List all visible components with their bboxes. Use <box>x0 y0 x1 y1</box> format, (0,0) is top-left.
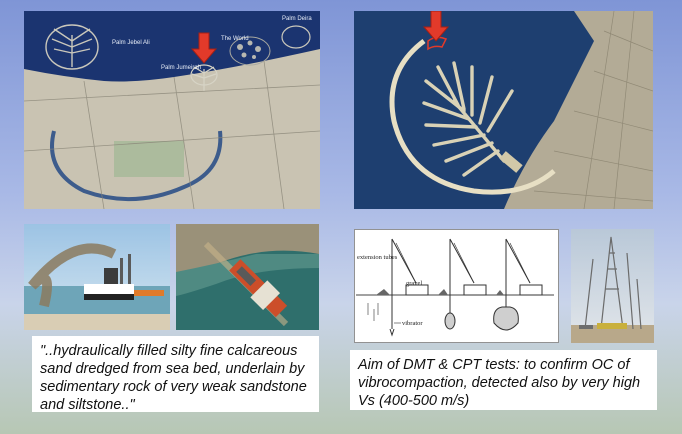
caption-soil-description: "..hydraulically filled silty fine calca… <box>32 336 319 413</box>
crane-stage-2 <box>444 238 487 330</box>
caption-test-aim: Aim of DMT & CPT tests: to confirm OC of… <box>350 350 657 410</box>
vibroflot-rig-photo <box>571 229 654 343</box>
location-arrow-icon <box>422 11 450 42</box>
label-gravel: gravel <box>406 280 422 287</box>
label-palm-jumeirah: Palm Jumeirah <box>161 65 201 71</box>
vibrocompaction-diagram: extension tubes gravel vibrator <box>354 229 559 343</box>
label-the-world: The World <box>221 36 249 42</box>
crane-stage-3 <box>493 238 543 331</box>
palm-deira-island <box>281 25 311 49</box>
label-palm-deira: Palm Deira <box>282 16 312 22</box>
palm-fronds <box>422 61 514 177</box>
label-extension-tubes: extension tubes <box>357 254 398 261</box>
location-arrow-icon <box>190 32 218 64</box>
label-palm-jebel-ali: Palm Jebel Ali <box>112 40 150 46</box>
palm-jumeirah-satellite <box>354 11 653 209</box>
dredger-aerial-photo <box>176 224 319 330</box>
dredger-rainbowing-photo <box>24 224 170 330</box>
palm-jumeirah-island <box>190 64 218 91</box>
palm-jebel-ali-island <box>45 24 99 70</box>
dubai-coast-map: Palm Deira Palm Jebel Ali The World Palm… <box>24 11 320 209</box>
crane-stage-1 <box>389 238 429 337</box>
the-world-islands <box>229 36 271 66</box>
label-vibrator: vibrator <box>402 320 423 327</box>
